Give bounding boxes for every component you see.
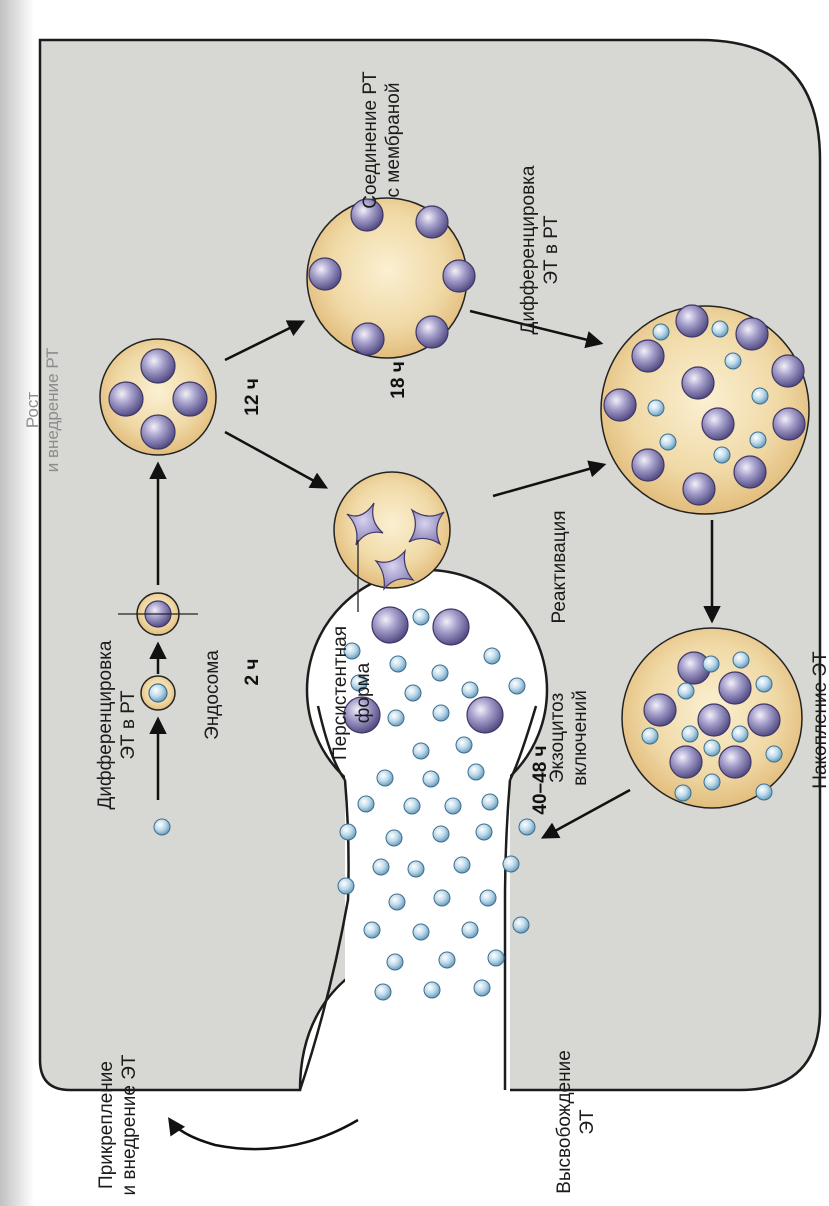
svg-text:Прикрепление: Прикрепление [96,1061,117,1189]
page-edge-shadow [0,0,34,1206]
svg-text:с мембраной: с мембраной [383,83,404,198]
svg-text:Рост: Рост [23,392,42,429]
svg-text:Дифференцировка: Дифференцировка [518,165,539,334]
svg-text:форма: форма [353,662,374,723]
reactivation-label: Реактивация [549,510,570,623]
svg-text:Соединение РТ: Соединение РТ [360,71,381,209]
early-inclusion [141,676,175,710]
svg-text:Высвобождение: Высвобождение [554,1050,575,1194]
eb-accumulation-inclusion [622,628,802,808]
time-12h: 12 ч [242,378,263,415]
svg-text:включений: включений [570,690,591,786]
time-40-48h: 40–48 ч [530,745,551,814]
svg-text:ЭТ в РТ: ЭТ в РТ [118,690,139,760]
svg-text:и внедрение ЭТ: и внедрение ЭТ [119,1054,140,1195]
growing-inclusion [100,339,216,455]
svg-text:Персистентная: Персистентная [330,626,351,760]
svg-text:и внедрение РТ: и внедрение РТ [43,348,62,473]
accumulation-label: Накопление ЭТ [810,651,829,789]
differentiation-inclusion [601,305,809,514]
time-2h: 2 ч [242,659,263,686]
arrow-attach [170,1120,358,1149]
time-18h: 18 ч [388,361,409,398]
svg-text:ЭТ в РТ: ЭТ в РТ [541,215,562,285]
svg-text:Дифференцировка: Дифференцировка [95,640,116,809]
svg-text:ЭТ: ЭТ [577,1109,598,1135]
endosome-label: Эндосома [202,650,223,740]
